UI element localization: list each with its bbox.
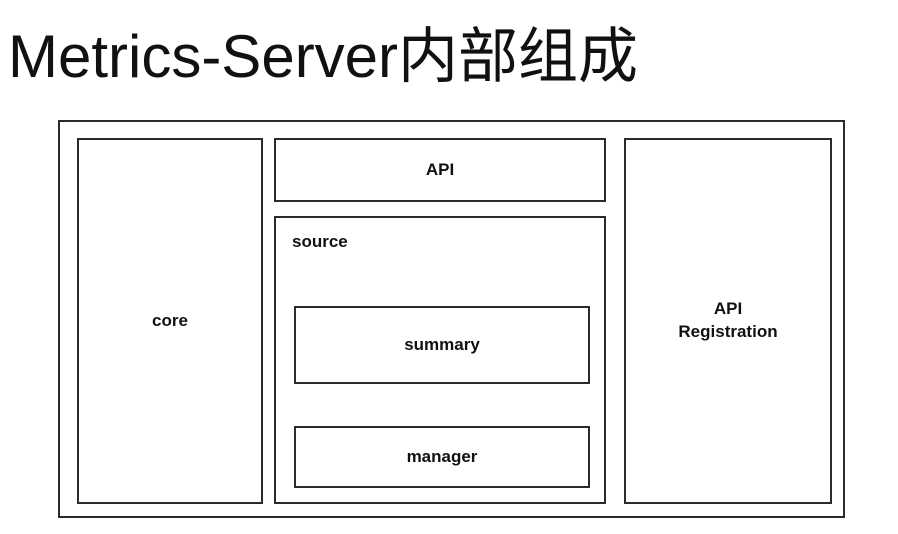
api-registration-box: API Registration: [624, 138, 832, 504]
api-registration-label: API Registration: [678, 299, 778, 341]
manager-label: manager: [406, 446, 478, 466]
core-label: core: [152, 310, 188, 330]
api-box: API: [274, 138, 606, 202]
metrics-server-outer-box: core API source summary manager API Regi…: [58, 120, 845, 518]
diagram-title: Metrics-Server内部组成: [8, 23, 639, 90]
source-label: source: [292, 232, 348, 251]
summary-label: summary: [404, 334, 480, 354]
manager-box: manager: [294, 426, 590, 488]
source-box: source summary manager: [274, 216, 606, 504]
summary-box: summary: [294, 306, 590, 384]
core-box: core: [77, 138, 263, 504]
api-label: API: [425, 159, 455, 179]
